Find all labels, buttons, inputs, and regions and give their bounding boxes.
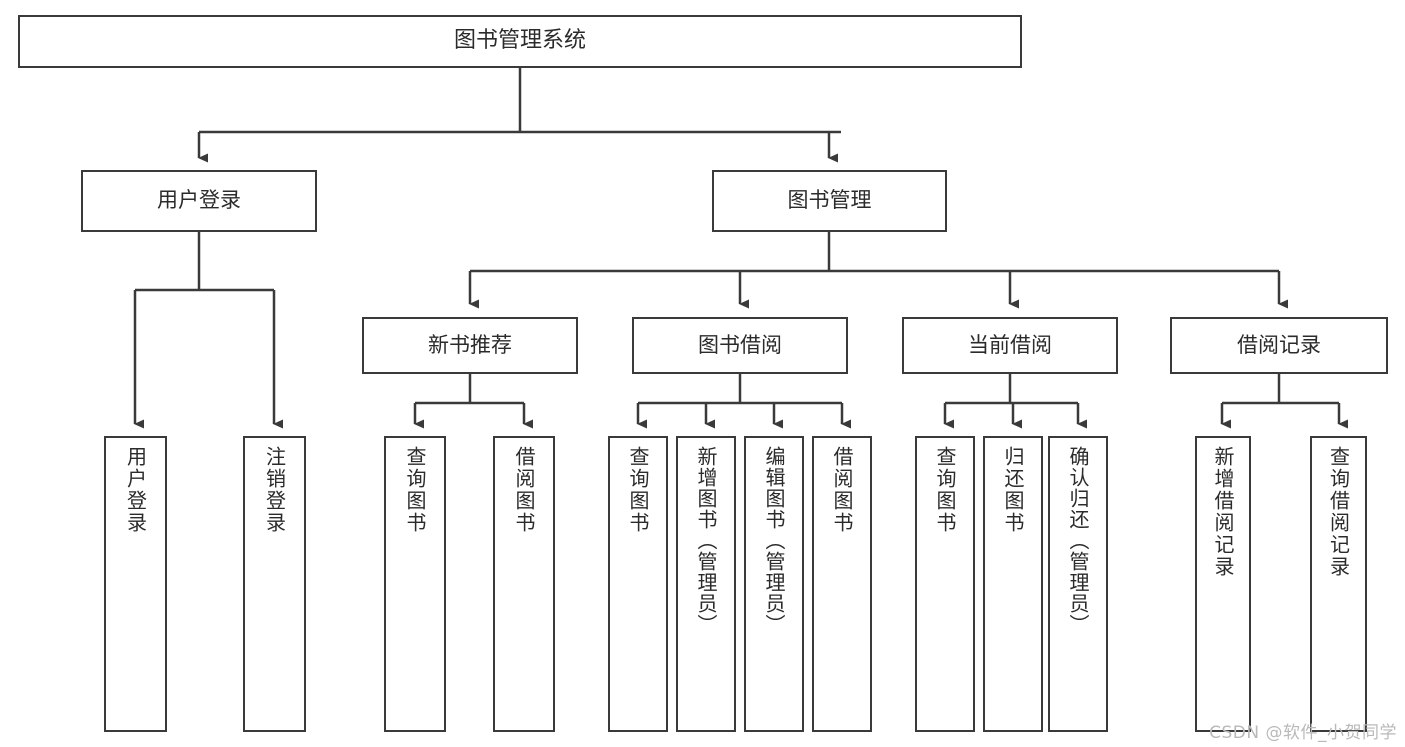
node-label: 借阅图书 (512, 446, 536, 534)
node-label: 借阅图书 (830, 446, 854, 534)
leaf-current-confirm-return-admin[interactable]: 确认归还（管理员） (1048, 436, 1108, 732)
leaf-borrow-edit-book-admin[interactable]: 编辑图书（管理员） (744, 436, 804, 732)
leaf-borrow-query-books[interactable]: 查询图书 (608, 436, 668, 732)
node-label: 查询图书 (933, 446, 957, 534)
node-label: 当前借阅 (968, 332, 1052, 357)
node-label: 归还图书 (1001, 446, 1025, 534)
node-label: 图书管理 (787, 188, 872, 213)
node-book-management[interactable]: 图书管理 (712, 170, 947, 232)
node-new-book-recommendation[interactable]: 新书推荐 (362, 317, 578, 374)
node-user-login[interactable]: 用户登录 (81, 170, 317, 232)
node-label: 用户登录 (123, 446, 148, 534)
leaf-record-add-borrow-record[interactable]: 新增借阅记录 (1195, 436, 1251, 732)
leaf-current-return-books[interactable]: 归还图书 (983, 436, 1043, 732)
node-label: 注销登录 (262, 446, 287, 534)
node-book-management-system[interactable]: 图书管理系统 (18, 15, 1022, 68)
node-label: 新增借阅记录 (1211, 446, 1235, 578)
node-label: 新书推荐 (428, 332, 512, 357)
node-borrowing-record[interactable]: 借阅记录 (1170, 317, 1388, 374)
node-label: 图书管理系统 (453, 28, 586, 54)
node-label: 确认归还（管理员） (1066, 446, 1090, 635)
node-label: 查询图书 (626, 446, 650, 534)
node-current-borrowing[interactable]: 当前借阅 (902, 317, 1118, 374)
leaf-user-login-login[interactable]: 用户登录 (104, 436, 167, 732)
node-label: 编辑图书（管理员） (762, 446, 786, 635)
leaf-new-book-query-books[interactable]: 查询图书 (384, 436, 446, 732)
node-label: 图书借阅 (698, 332, 782, 357)
node-label: 查询图书 (403, 446, 427, 534)
node-label: 查询借阅记录 (1326, 446, 1351, 578)
node-label: 用户登录 (157, 188, 241, 213)
node-label: 新增图书（管理员） (694, 446, 718, 635)
leaf-record-query-borrow-record[interactable]: 查询借阅记录 (1310, 436, 1367, 732)
leaf-new-book-borrow-books[interactable]: 借阅图书 (493, 436, 555, 732)
leaf-borrow-add-book-admin[interactable]: 新增图书（管理员） (676, 436, 736, 732)
leaf-borrow-borrow-books[interactable]: 借阅图书 (812, 436, 872, 732)
leaf-user-login-logout[interactable]: 注销登录 (243, 436, 306, 732)
node-label: 借阅记录 (1237, 332, 1321, 357)
leaf-current-query-books[interactable]: 查询图书 (915, 436, 975, 732)
node-book-borrowing[interactable]: 图书借阅 (632, 317, 848, 374)
